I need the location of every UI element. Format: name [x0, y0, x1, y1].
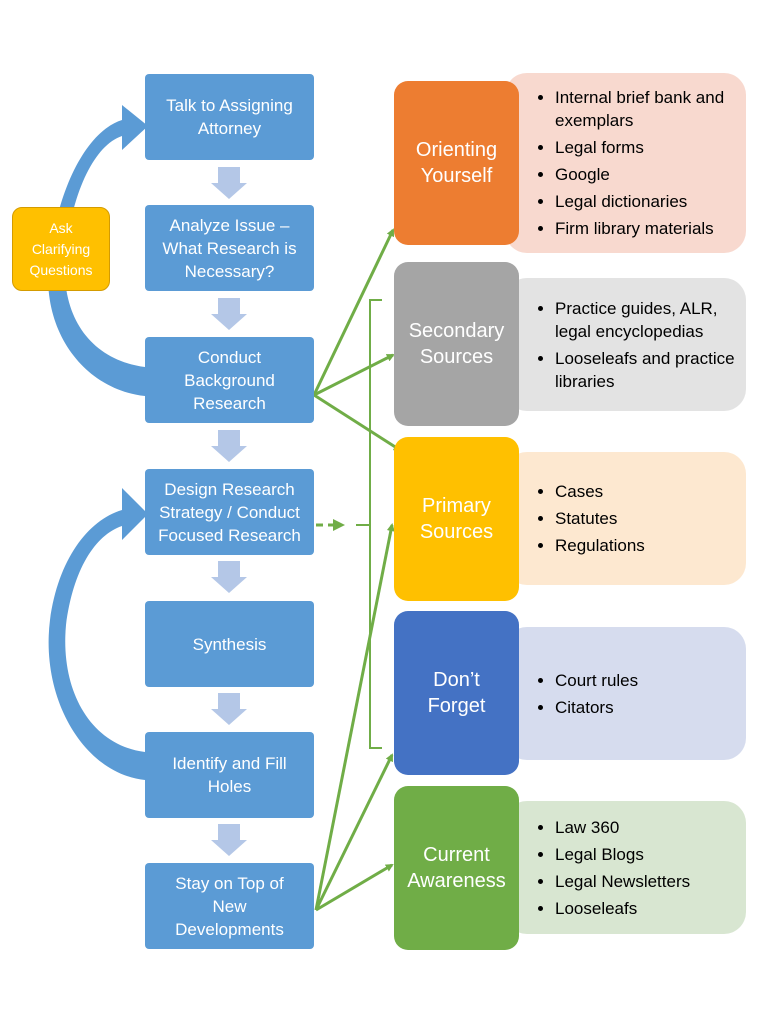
detail-item: Court rules	[555, 669, 638, 692]
detail-item: Google	[555, 163, 736, 186]
detail-item: Legal Newsletters	[555, 870, 690, 893]
step-label: Synthesis	[192, 634, 267, 654]
detail-item: Law 360	[555, 816, 690, 839]
down-arrow-2	[211, 298, 247, 330]
detail-item: Internal brief bank and exemplars	[555, 86, 736, 132]
detail-item: Looseleafs	[555, 897, 690, 920]
connector-to-secondary	[313, 353, 395, 397]
down-arrow-5	[211, 693, 247, 725]
step-stay-on-top: Stay on Top of New Developments	[145, 863, 314, 949]
category-primary-sources: Primary Sources	[394, 437, 519, 601]
down-arrow-6	[211, 824, 247, 856]
step-label: Analyze Issue – What Research is Necessa…	[162, 215, 297, 281]
detail-item: Legal Blogs	[555, 843, 690, 866]
category-dont-forget: Don’t Forget	[394, 611, 519, 775]
category-label: Primary Sources	[419, 495, 494, 543]
connector-to-primary	[313, 393, 402, 452]
detail-panel-secondary-sources: Practice guides, ALR, legal encyclopedia…	[505, 278, 746, 411]
category-label: Current Awareness	[407, 844, 506, 892]
step-label: Stay on Top of New Developments	[175, 873, 284, 939]
connectors-background	[312, 228, 402, 452]
down-arrows	[211, 167, 247, 856]
step-synthesis: Synthesis	[145, 601, 314, 687]
connectors-stay-on-top	[314, 523, 395, 912]
down-arrow-1	[211, 167, 247, 199]
category-current-awareness: Current Awareness	[394, 786, 519, 950]
connector-to-primary-2	[314, 523, 395, 911]
step-analyze-issue: Analyze Issue – What Research is Necessa…	[145, 205, 314, 291]
step-label: Talk to Assigning Attorney	[166, 96, 293, 138]
step-conduct-background-research: Conduct Background Research	[145, 337, 314, 423]
category-label: Secondary Sources	[408, 320, 505, 368]
detail-item: Citators	[555, 696, 638, 719]
down-arrow-3	[211, 430, 247, 462]
detail-item: Looseleafs and practice libraries	[555, 347, 736, 393]
detail-panel-orienting-yourself: Internal brief bank and exemplars Legal …	[505, 73, 746, 253]
category-secondary-sources: Secondary Sources	[394, 262, 519, 426]
connector-to-orienting	[312, 228, 395, 396]
detail-item: Legal forms	[555, 136, 736, 159]
detail-panel-primary-sources: Cases Statutes Regulations	[505, 452, 746, 585]
step-label: Conduct Background Research	[184, 347, 275, 413]
curved-arrow-lower	[48, 488, 148, 780]
category-orienting-yourself: Orienting Yourself	[394, 81, 519, 245]
bracket	[369, 299, 382, 749]
curved-arrow-upper	[48, 105, 148, 396]
connector-to-dont-forget	[314, 753, 394, 911]
step-label: Identify and Fill Holes	[172, 754, 287, 796]
detail-item: Statutes	[555, 507, 645, 530]
step-label: Design Research Strategy / Conduct Focus…	[158, 479, 301, 545]
detail-item: Legal dictionaries	[555, 190, 736, 213]
detail-panel-current-awareness: Law 360 Legal Blogs Legal Newsletters Lo…	[505, 801, 746, 934]
ask-clarifying-questions-label: Ask Clarifying Questions	[29, 219, 93, 278]
step-talk-to-assigning-attorney: Talk to Assigning Attorney	[145, 74, 314, 160]
detail-panel-dont-forget: Court rules Citators	[505, 627, 746, 760]
category-label: Don’t Forget	[427, 669, 486, 717]
step-identify-and-fill-holes: Identify and Fill Holes	[145, 732, 314, 818]
connector-to-current	[315, 863, 394, 912]
category-label: Orienting Yourself	[415, 139, 498, 187]
detail-item: Cases	[555, 480, 645, 503]
detail-item: Regulations	[555, 534, 645, 557]
down-arrow-4	[211, 561, 247, 593]
detail-item: Firm library materials	[555, 217, 736, 240]
ask-clarifying-questions-box: Ask Clarifying Questions	[12, 207, 110, 291]
step-design-research-strategy: Design Research Strategy / Conduct Focus…	[145, 469, 314, 555]
detail-item: Practice guides, ALR, legal encyclopedia…	[555, 297, 736, 343]
